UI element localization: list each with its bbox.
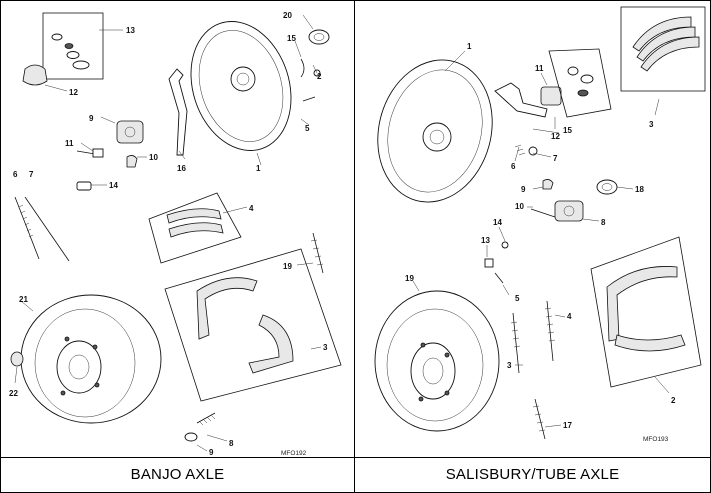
callout-20: 20 [283,11,292,20]
callout-12: 11 [65,139,74,148]
callout-10: 9 [521,185,526,194]
backplate-hub [230,66,256,92]
callout-6: 5 [515,294,520,303]
callout-14: 13 [481,236,490,245]
banjo-axle-panel: 13 12 20 15 2 5 1 16 9 11 10 14 6 7 4 19… [0,0,355,493]
callout-7: 5 [305,124,310,133]
callout-18: 18 [635,185,644,194]
bearing-part [308,29,330,45]
callout-9: 9 [209,448,214,457]
handbrake-lever-part [168,68,188,156]
callout-9: 8 [601,218,606,227]
callout-17: 16 [177,164,186,173]
wheel-cylinder-part [116,120,144,144]
shoes-box [590,236,702,388]
brake-shoe-part [606,266,678,342]
caption-bar: BANJO AXLE [1,457,354,492]
callout-2: 2 [671,396,676,405]
seal-kit-box [548,48,612,118]
handbrake-lever-part [494,82,548,118]
seal-part [51,33,63,41]
brake-shoe-part [248,314,294,374]
callout-4: 4 [249,204,254,213]
callout-3: 3 [323,343,328,352]
salisbury-axle-caption: SALISBURY/TUBE AXLE [445,466,620,483]
callout-6: 7 [29,170,34,179]
caption-bar: SALISBURY/TUBE AXLE [355,457,710,492]
callout-10: 9 [89,114,94,123]
seal-part [72,60,90,70]
callout-1: 1 [256,164,261,173]
lining-box [620,6,706,92]
callout-13: 12 [551,132,560,141]
callout-15: 14 [493,218,502,227]
callout-19: 19 [405,274,414,283]
banjo-axle-drawing: 13 12 20 15 2 5 1 16 9 11 10 14 6 7 4 19… [9,11,342,457]
figure-code: MFO193 [643,436,669,443]
brake-shoe-part [614,334,686,352]
callout-16: 15 [563,126,572,135]
callout-22: 22 [9,389,18,398]
backplate-hub [422,122,452,152]
callout-21: 21 [19,295,28,304]
callout-14: 13 [126,26,135,35]
drum-hub [410,342,456,400]
brake-shoe-part [196,277,258,340]
lining-box [148,192,242,264]
callout-11: 10 [515,202,524,211]
callout-7: 6 [511,162,516,171]
callout-8: 7 [553,154,558,163]
callout-8: 8 [229,439,234,448]
salisbury-axle-panel: 1 11 12 15 3 6 7 9 10 8 18 14 13 5 4 3 1… [354,0,711,493]
dust-cover-part [22,64,48,86]
seal-part [64,43,74,49]
callout-2: 2 [317,72,322,81]
callout-4: 3 [507,361,512,370]
figure-code: MFO192 [281,450,307,457]
wheel-cylinder-part [554,200,584,222]
drum-hub [56,340,102,394]
callout-17: 17 [563,421,572,430]
salisbury-axle-drawing: 1 11 12 15 3 6 7 9 10 8 18 14 13 5 4 3 1… [374,6,706,443]
callout-12: 11 [535,64,544,73]
seal-kit-box [42,12,104,80]
callout-11: 10 [149,153,158,162]
callout-1: 1 [467,42,472,51]
callout-16: 15 [287,34,296,43]
callout-15: 14 [109,181,118,190]
shoes-box [164,248,342,402]
callout-5: 4 [567,312,572,321]
banjo-axle-caption: BANJO AXLE [130,466,225,483]
callout-13: 12 [69,88,78,97]
callout-19: 19 [283,262,292,271]
callout-3: 3 [649,120,654,129]
seal-part [66,51,80,59]
callout-5: 6 [13,170,18,179]
